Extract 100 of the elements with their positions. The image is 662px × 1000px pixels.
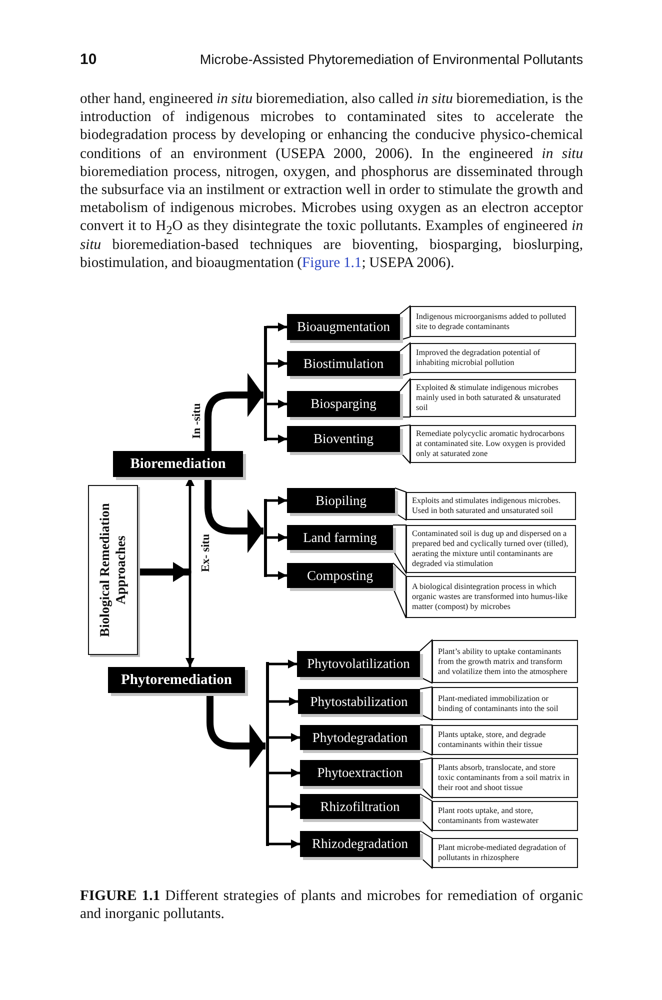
method-label: Phytostabilization [310, 694, 408, 710]
description-text: Exploited & stimulate indigenous microbes mainly used in both saturated & unsaturated soil [416, 383, 562, 413]
description-text: Contaminated soil is dug up and dispersed on a prepared bed and cyclically turned over (tilled), aerating the mixture until contaminants are degraded via stimulation [412, 529, 570, 569]
method-label: Land farming [303, 530, 377, 546]
callout-line [420, 830, 432, 870]
description-text: Remediate polycyclic aromatic hydrocarbons at contaminated site. Low oxygen is provided only at saturated zone [416, 429, 566, 459]
callout-line [400, 378, 410, 418]
bracket-line [264, 326, 266, 440]
method-box [300, 760, 420, 786]
description-box [410, 425, 576, 463]
curved-arrow [206, 693, 266, 768]
callout-line [420, 794, 432, 832]
approach-label: Biological Remediation Approaches [97, 502, 129, 639]
method-label: Biopiling [315, 492, 366, 508]
connector-arrow [268, 802, 300, 811]
method-label: Bioaugmentation [297, 319, 390, 335]
method-label: Bioventing [314, 431, 374, 447]
method-box [298, 689, 420, 714]
method-box [300, 725, 420, 750]
method-box [300, 794, 420, 819]
callout-line [420, 757, 432, 800]
method-label: Biosparging [310, 396, 376, 412]
approach-box [88, 485, 138, 655]
description-text: Indigenous microorganisms added to polluted site to degrade contaminants [416, 312, 567, 332]
method-label: Biostimulation [303, 356, 384, 372]
thick-arrow [138, 562, 189, 582]
callout-line [420, 638, 432, 684]
edge-label: Ex- situ [200, 532, 212, 574]
callout-line [392, 524, 406, 575]
method-box [287, 563, 393, 588]
description-box [406, 492, 576, 520]
method-label: Composting [306, 568, 373, 584]
category-label: Bioremediation [130, 456, 226, 472]
callout-line [400, 304, 410, 340]
connector-arrow [266, 533, 287, 542]
description-text: A biological disintegration process in which organic wastes are transformed into humus-like matter (compost) by microbes [412, 582, 569, 612]
description-box [432, 758, 578, 798]
description-text: Exploits and stimulates indigenous microbes. Used in both saturated and unsaturated soil [412, 496, 562, 516]
method-label: Rhizofiltration [320, 798, 400, 814]
callout-line [400, 424, 410, 464]
description-text: Plants uptake, store, and degrade contaminants within their tissue [438, 730, 547, 750]
connector-arrow [266, 400, 287, 408]
description-text: Improved the degradation potential of inhabiting microbial pollution [416, 348, 542, 368]
category-box [108, 667, 245, 693]
connector-arrow [266, 434, 287, 444]
description-text: Plant roots uptake, and store, contaminants from wastewater [438, 806, 540, 826]
curved-arrow [204, 477, 264, 553]
method-label: Rhizodegradation [312, 836, 408, 852]
description-box [432, 838, 578, 868]
method-box [297, 651, 420, 677]
connector-arrow [186, 477, 194, 574]
method-label: Phytodegradation [312, 730, 408, 746]
callout-line [400, 342, 410, 376]
body-paragraph: other hand, engineered in situ bioremediation, also called in situ bioremediation, is the introduction of indigenous microbes to contaminated sites to accelerate the biodegradation process by developing or enhancing the conducive physico-chemical conditions of an environment (USEPA 2000, 2006). In the engineered in situ bioremediation process, nitrogen, oxygen, and phosphorus are disseminated through the subsurface via an instilment or extraction well in order to stimulate the growth and metabolism of indigenous microbes. Microbes using oxygen as an electron acceptor convert it to H$_{2}$O as they disintegrate the toxic pollutants. Examples of engineered in situ bioremediation-based techniques are bioventing, biosparging, bioslurping, biostimulation, and bioaugmentation (Figure 1.1; USEPA 2006). [80, 90, 583, 272]
callout-line [392, 562, 406, 618]
description-box [410, 343, 576, 373]
callout-line [394, 488, 406, 521]
connector-arrow [266, 359, 287, 368]
description-box [432, 687, 578, 720]
method-label: Phytoextraction [317, 765, 403, 781]
description-text: Plants absorb, translocate, and store toxic contaminants from a soil matrix in their root and shoot tissue [438, 763, 570, 793]
category-box [113, 451, 243, 477]
callout-line [420, 686, 432, 721]
curved-arrow [204, 373, 264, 451]
method-box [300, 831, 420, 857]
connector-arrow [186, 570, 194, 667]
description-box [432, 640, 578, 683]
edge-label: In -situ [191, 402, 203, 440]
bracket-line [264, 499, 266, 577]
connector-arrow [268, 733, 300, 742]
description-box [410, 306, 576, 337]
method-label: Phytovolatilization [307, 656, 410, 672]
method-box [287, 351, 400, 376]
method-box [287, 488, 395, 513]
category-label: Phytoremediation [121, 672, 232, 688]
figure-link: Figure 1.1 [302, 254, 362, 271]
bracket-line [266, 662, 268, 846]
connector-arrow [266, 496, 287, 505]
description-box [432, 725, 578, 755]
connector-arrow [266, 571, 287, 580]
method-box [287, 525, 393, 550]
connector-arrow [268, 697, 298, 706]
connector-arrow [268, 660, 297, 668]
description-text: Plant’s ability to uptake contaminants from the growth matrix and transform and volatilize them into the atmosphere [438, 646, 568, 676]
connector-arrow [266, 322, 287, 332]
description-box [410, 379, 576, 417]
callout-line [420, 724, 432, 756]
connector-arrow [268, 768, 300, 778]
figure-caption: FIGURE 1.1 Different strategies of plants and microbes for remediation of organic and inorganic pollutants. [80, 887, 583, 923]
description-box [406, 576, 576, 618]
description-text: Plant-mediated immobilization or binding of contaminants into the soil [438, 694, 560, 714]
method-box [287, 391, 400, 417]
description-box [432, 801, 578, 831]
description-box [406, 525, 576, 573]
connector-arrow [268, 840, 300, 848]
method-box [287, 426, 400, 452]
description-text: Plant microbe-mediated degradation of pollutants in rhizosphere [438, 843, 567, 863]
page-number: 10 [80, 51, 97, 68]
method-box [287, 314, 400, 340]
running-head: Microbe-Assisted Phytoremediation of Environmental Pollutants [200, 52, 583, 67]
